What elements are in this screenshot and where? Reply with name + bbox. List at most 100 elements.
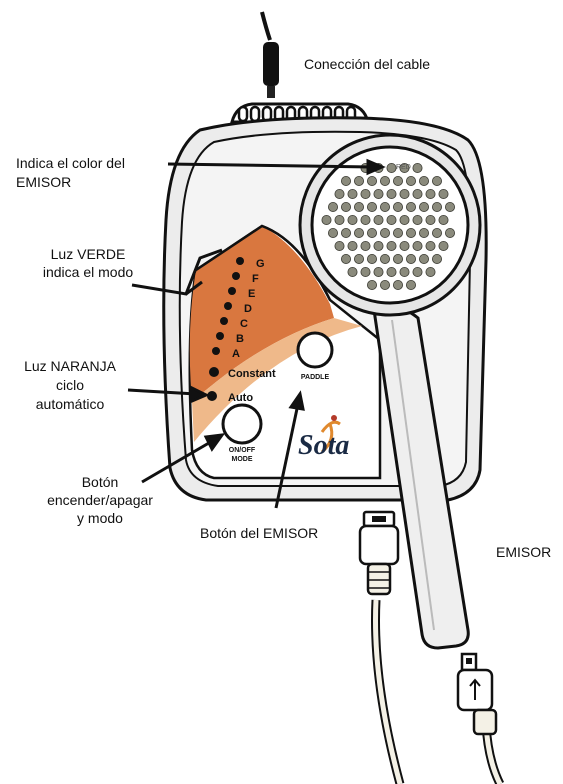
emitter-dot [380, 280, 389, 289]
emitter-dot [445, 202, 454, 211]
emitter-dot [419, 254, 428, 263]
emitter-dot [393, 176, 402, 185]
emitter-dot [348, 241, 357, 250]
emitter-dot [374, 189, 383, 198]
emitter-dot [354, 202, 363, 211]
emitter-dot [406, 202, 415, 211]
led-b [216, 332, 224, 340]
emitter-dot [393, 254, 402, 263]
emitter-dot [393, 280, 402, 289]
callout-power-button-line2: encender/apagar [30, 492, 170, 509]
emitter-dot [400, 241, 409, 250]
mode-label-f: F [252, 273, 259, 285]
callout-orange-light-line1: Luz NARANJA [8, 358, 132, 375]
emitter-dot [387, 163, 396, 172]
emitter-dot [413, 189, 422, 198]
emitter-dot [374, 267, 383, 276]
led-constant [209, 367, 219, 377]
mode-label-b: B [236, 333, 244, 345]
emitter-dot [361, 241, 370, 250]
emitter-dot [387, 241, 396, 250]
emitter-dot [380, 176, 389, 185]
led-f [232, 272, 240, 280]
onoff-label-line1: ON/OFF [229, 447, 256, 454]
emitter-dot [406, 254, 415, 263]
emitter-dot [341, 176, 350, 185]
onoff-label-line2: MODE [232, 456, 253, 463]
emitter-dot [335, 241, 344, 250]
constant-label: Constant [228, 368, 276, 380]
callout-orange-light-line2: ciclo [8, 377, 132, 394]
callout-power-button-line3: y modo [30, 510, 170, 527]
emitter-dot [374, 241, 383, 250]
led-auto [207, 391, 217, 401]
usb-plug [458, 654, 500, 784]
emitter-dot [413, 267, 422, 276]
emitter-dot [387, 189, 396, 198]
emitter-dot [426, 267, 435, 276]
emitter-dot [341, 228, 350, 237]
mode-label-d: D [244, 303, 252, 315]
emitter-dot [413, 241, 422, 250]
emitter-dot [341, 202, 350, 211]
emitter-dot [387, 267, 396, 276]
emitter-dot [374, 215, 383, 224]
emitter-dot [413, 163, 422, 172]
emitter-dot [432, 228, 441, 237]
led-e [228, 287, 236, 295]
emitter-dot [380, 254, 389, 263]
emitter-dot [322, 215, 331, 224]
emitter-dot [328, 228, 337, 237]
callout-power-button-line1: Botón [30, 474, 170, 491]
callout-emitter-color-line1: Indica el color del [16, 155, 125, 172]
emitter-dot [341, 254, 350, 263]
emitter-dot [400, 267, 409, 276]
callout-green-light-line1: Luz VERDE [36, 246, 140, 263]
emitter-dot [328, 202, 337, 211]
emitter-dot [426, 189, 435, 198]
emitter-dot [413, 215, 422, 224]
emitter-dot [439, 241, 448, 250]
emitter-dot [361, 267, 370, 276]
emitter-color-tag: RED [396, 164, 411, 171]
emitter-dot [367, 280, 376, 289]
callout-orange-light-line3: automático [8, 396, 132, 413]
emitter-dot [432, 202, 441, 211]
emitter-dot [406, 228, 415, 237]
led-c [220, 317, 228, 325]
emitter-dot [354, 254, 363, 263]
emitter-dot [406, 280, 415, 289]
emitter-dot [439, 189, 448, 198]
led-d [224, 302, 232, 310]
usb-cable [360, 512, 400, 784]
emitter-dot [361, 215, 370, 224]
emitter-dot [400, 189, 409, 198]
emitter-dot [419, 176, 428, 185]
emitter-dot [367, 254, 376, 263]
auto-label: Auto [228, 392, 253, 404]
emitter-dot [354, 176, 363, 185]
emitter-dot [348, 267, 357, 276]
led-a [212, 347, 220, 355]
emitter-dot [393, 228, 402, 237]
emitter-dot [432, 254, 441, 263]
emitter-dot [393, 202, 402, 211]
led-g [236, 257, 244, 265]
emitter-head [300, 135, 480, 315]
power-cable [262, 12, 279, 98]
mode-label-a: A [232, 348, 240, 360]
emitter-dot [432, 176, 441, 185]
emitter-dot [426, 215, 435, 224]
emitter-dot [354, 228, 363, 237]
emitter-dot [445, 228, 454, 237]
emitter-dot [419, 228, 428, 237]
emitter-dot [367, 176, 376, 185]
emitter-dot [348, 189, 357, 198]
callout-emitter-color-line2: EMISOR [16, 174, 71, 191]
callout-cable: Conección del cable [304, 56, 430, 73]
emitter-dot [361, 189, 370, 198]
emitter-dot [400, 215, 409, 224]
emitter-dot [335, 189, 344, 198]
emitter-dot [387, 215, 396, 224]
paddle-button[interactable]: PADDLE [298, 333, 332, 381]
